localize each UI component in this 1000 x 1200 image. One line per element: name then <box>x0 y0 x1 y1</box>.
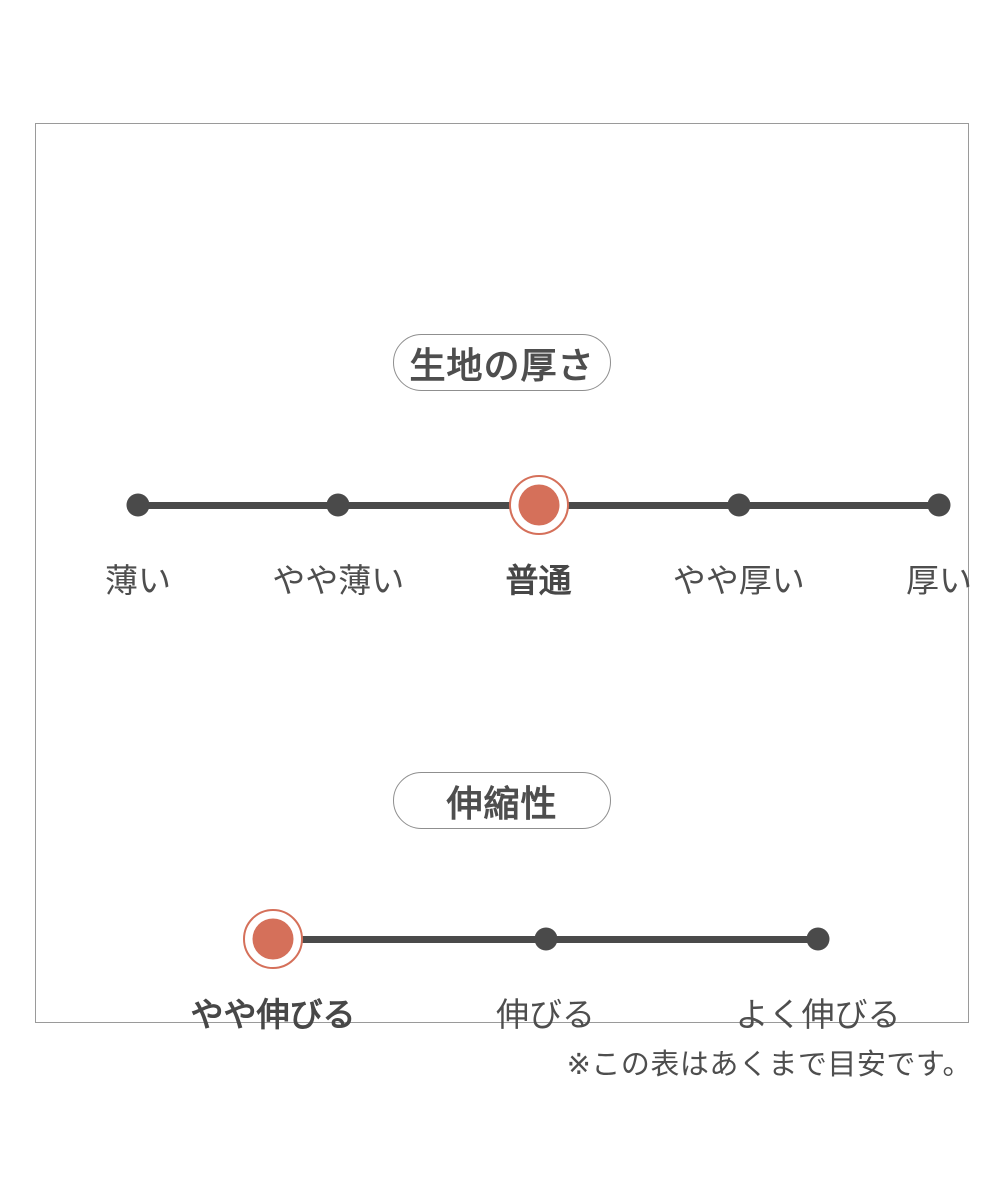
scale-option-label: やや厚い <box>672 562 805 599</box>
fabric-thickness-title-pill: 生地の厚さ <box>393 334 611 391</box>
disclaimer-note: ※この表はあくまで目安です。 <box>566 1049 972 1081</box>
stretchiness-title: 伸縮性 <box>446 782 558 824</box>
scale-option-label: 伸びる <box>496 996 595 1033</box>
selected-dot <box>518 484 559 526</box>
scale-dot <box>806 927 830 951</box>
scale-option-label: 厚い <box>906 562 972 599</box>
fabric-thickness-title: 生地の厚さ <box>409 344 595 386</box>
scale-option-label: よく伸びる <box>735 996 901 1033</box>
scale-dot <box>534 927 557 951</box>
scale-option-label: やや伸びる <box>190 996 356 1033</box>
scale-dot <box>126 493 150 517</box>
guide-frame: 生地の厚さ 薄い やや薄い 普通 やや厚い 厚い 伸縮性 やや伸びる 伸びる よく伸びる <box>35 123 972 1031</box>
selected-dot <box>252 918 294 960</box>
stretchiness-title-pill: 伸縮性 <box>393 772 611 829</box>
scale-dot <box>927 493 951 517</box>
scale-dot <box>326 493 350 517</box>
scale-option-label: 薄い <box>105 562 171 599</box>
scale-dot <box>727 493 751 517</box>
scale-option-label: 普通 <box>505 562 572 599</box>
scale-option-label: やや薄い <box>272 562 405 599</box>
